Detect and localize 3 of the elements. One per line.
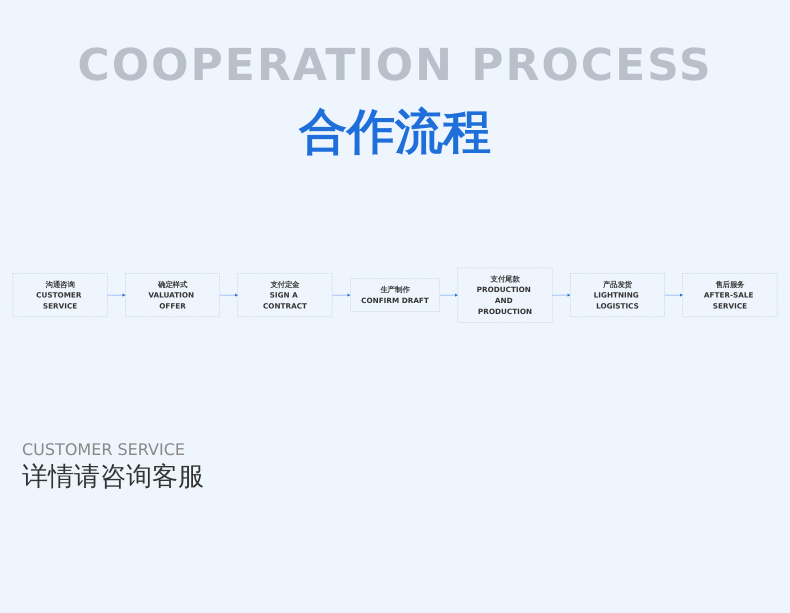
title: 合作流程 (298, 103, 492, 162)
subheading: CUSTOMER SERVICE (22, 440, 185, 459)
note-text: 详情请咨询客服 (22, 461, 204, 494)
